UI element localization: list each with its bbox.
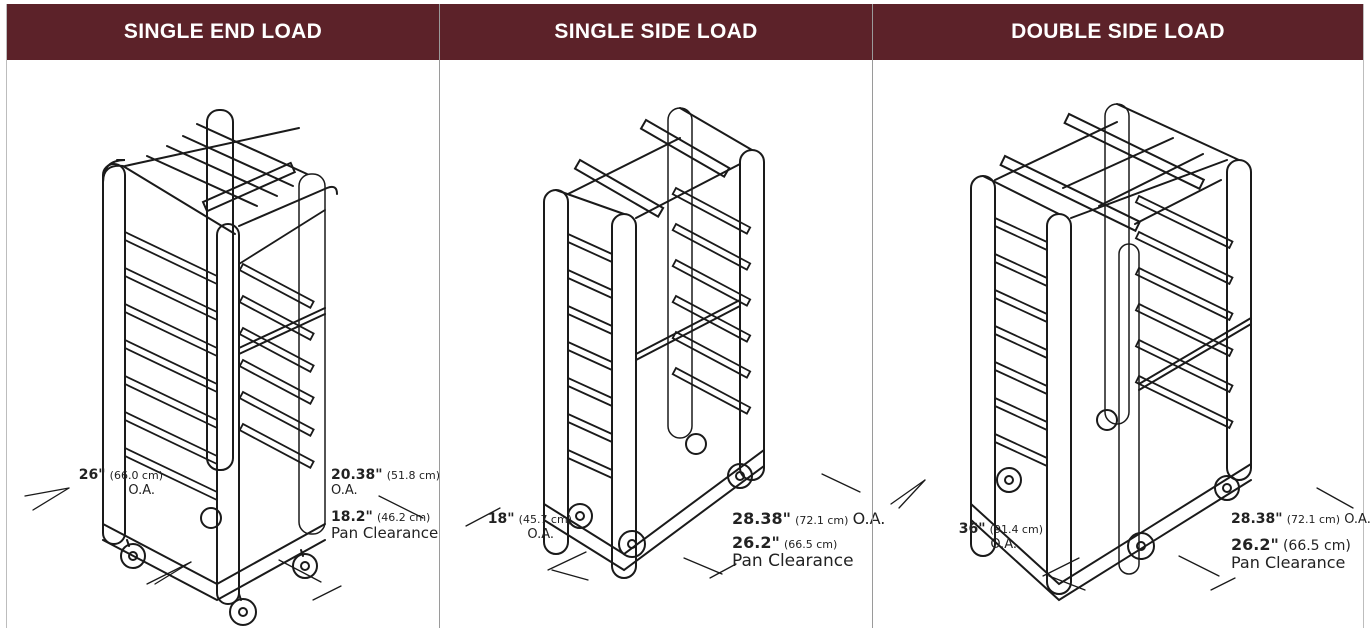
- clearance-metric: (46.2 cm): [376, 511, 431, 524]
- width-metric: (51.8 cm): [386, 469, 441, 482]
- depth-value: 18": [487, 511, 515, 527]
- depth-dimension: 36" (91.4 cm) O.A.: [913, 521, 1043, 553]
- clearance-value: 26.2": [1231, 535, 1279, 554]
- width-metric: (72.1 cm): [795, 514, 849, 527]
- width-suffix: O.A.: [852, 509, 886, 528]
- depth-value: 26": [78, 467, 106, 483]
- clearance-suffix: Pan Clearance: [732, 551, 854, 571]
- single-side-load-rack-drawing: [440, 64, 873, 628]
- depth-value: 36": [958, 521, 986, 537]
- panel-single-end-load: SINGLE END LOAD: [6, 4, 441, 628]
- depth-metric: (91.4 cm): [989, 523, 1043, 536]
- width-dimension: 28.38" (72.1 cm) O.A.: [1231, 511, 1370, 528]
- clearance-suffix: Pan Clearance: [331, 524, 439, 542]
- pan-clearance-dimension: 18.2" (46.2 cm) Pan Clearance: [331, 510, 438, 542]
- depth-dimension: 26" (66.0 cm) O.A.: [43, 467, 163, 499]
- depth-metric: (66.0 cm): [109, 469, 163, 482]
- width-dimension: 28.38" (72.1 cm) O.A.: [732, 510, 885, 528]
- double-side-load-rack-drawing: [873, 64, 1365, 628]
- depth-metric: (45.7 cm): [518, 513, 572, 526]
- pan-clearance-dimension: 26.2" (66.5 cm) Pan Clearance: [732, 534, 854, 571]
- panel-title: SINGLE SIDE LOAD: [440, 4, 872, 60]
- depth-suffix: O.A.: [128, 483, 155, 498]
- clearance-suffix: Pan Clearance: [1231, 553, 1346, 572]
- pan-clearance-dimension: 26.2" (66.5 cm) Pan Clearance: [1231, 536, 1351, 572]
- panel-double-side-load: DOUBLE SIDE LOAD: [872, 4, 1370, 628]
- rack-comparison-grid: SINGLE END LOAD: [6, 4, 1370, 628]
- panel-title: SINGLE END LOAD: [7, 4, 439, 60]
- depth-dimension: 18" (45.7 cm) O.A.: [452, 511, 572, 543]
- clearance-value: 26.2": [732, 533, 780, 552]
- width-suffix: O.A.: [331, 483, 358, 498]
- width-value: 20.38": [331, 467, 383, 483]
- depth-suffix: O.A.: [990, 537, 1017, 552]
- width-metric: (72.1 cm): [1286, 513, 1341, 526]
- panel-single-side-load: SINGLE SIDE LOAD: [439, 4, 885, 628]
- clearance-metric: (66.5 cm): [1282, 538, 1351, 554]
- single-end-load-rack-drawing: [7, 64, 440, 628]
- width-dimension: 20.38" (51.8 cm) O.A.: [331, 467, 441, 499]
- clearance-metric: (66.5 cm): [783, 538, 838, 551]
- depth-suffix: O.A.: [527, 527, 554, 542]
- panel-title: DOUBLE SIDE LOAD: [873, 4, 1363, 60]
- width-value: 28.38": [1231, 511, 1283, 527]
- width-suffix: O.A.: [1344, 512, 1370, 527]
- width-value: 28.38": [732, 509, 791, 528]
- clearance-value: 18.2": [331, 509, 373, 525]
